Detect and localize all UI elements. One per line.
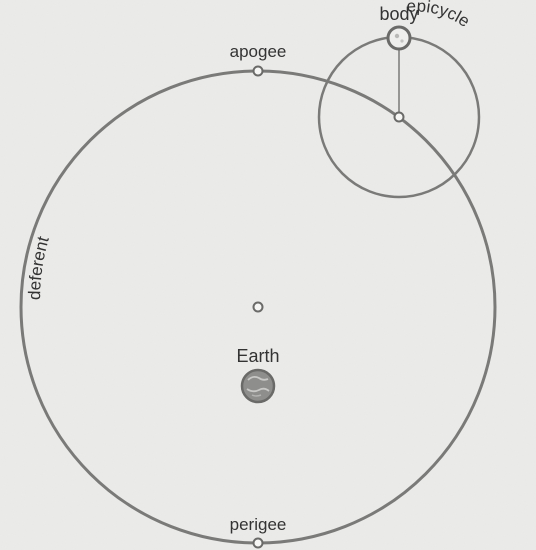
deferent-center-marker (254, 303, 263, 312)
apogee-label: apogee (230, 42, 287, 61)
earth-icon (242, 370, 274, 402)
apogee-marker (254, 67, 263, 76)
body-icon (388, 27, 410, 49)
perigee-marker (254, 539, 263, 548)
perigee-label: perigee (230, 515, 287, 534)
epicycle-center-marker (395, 113, 404, 122)
earth-label: Earth (236, 346, 279, 366)
